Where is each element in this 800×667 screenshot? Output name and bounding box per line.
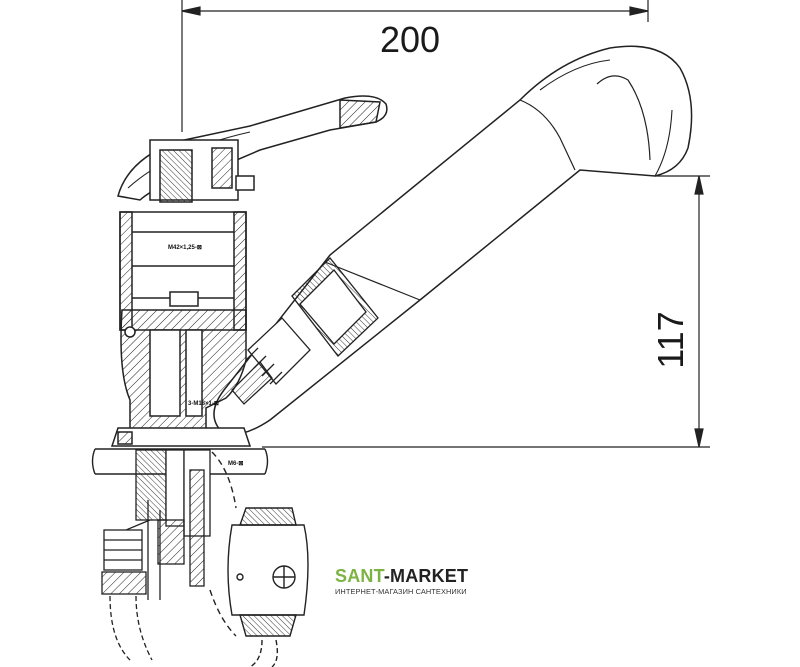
brand-watermark: SANT-MARKET ИНТЕРНЕТ-МАГАЗИН САНТЕХНИКИ — [335, 566, 485, 596]
thread-label-cartridge: M42×1,25-⊠ — [168, 245, 202, 251]
hose-weight — [209, 451, 309, 667]
thread-label-mount: M6-⊠ — [228, 461, 243, 467]
brand-tagline: ИНТЕРНЕТ-МАГАЗИН САНТЕХНИКИ — [335, 587, 467, 596]
brand-name: SANT-MARKET — [335, 566, 485, 586]
height-dimension-label: 117 — [650, 311, 691, 368]
faucet-body — [110, 95, 388, 447]
brand-name-accent: SANT — [335, 566, 384, 586]
brand-name-rest: -MARKET — [383, 566, 469, 586]
supply-hoses — [101, 449, 211, 661]
spray-coupling — [231, 257, 379, 405]
height-dimension — [262, 175, 710, 448]
pull-out-spray-head — [213, 45, 693, 435]
thread-label-body: 3-M18×1-⊠ — [188, 401, 219, 407]
width-dimension — [181, 0, 649, 132]
width-dimension-label: 200 — [380, 19, 440, 60]
